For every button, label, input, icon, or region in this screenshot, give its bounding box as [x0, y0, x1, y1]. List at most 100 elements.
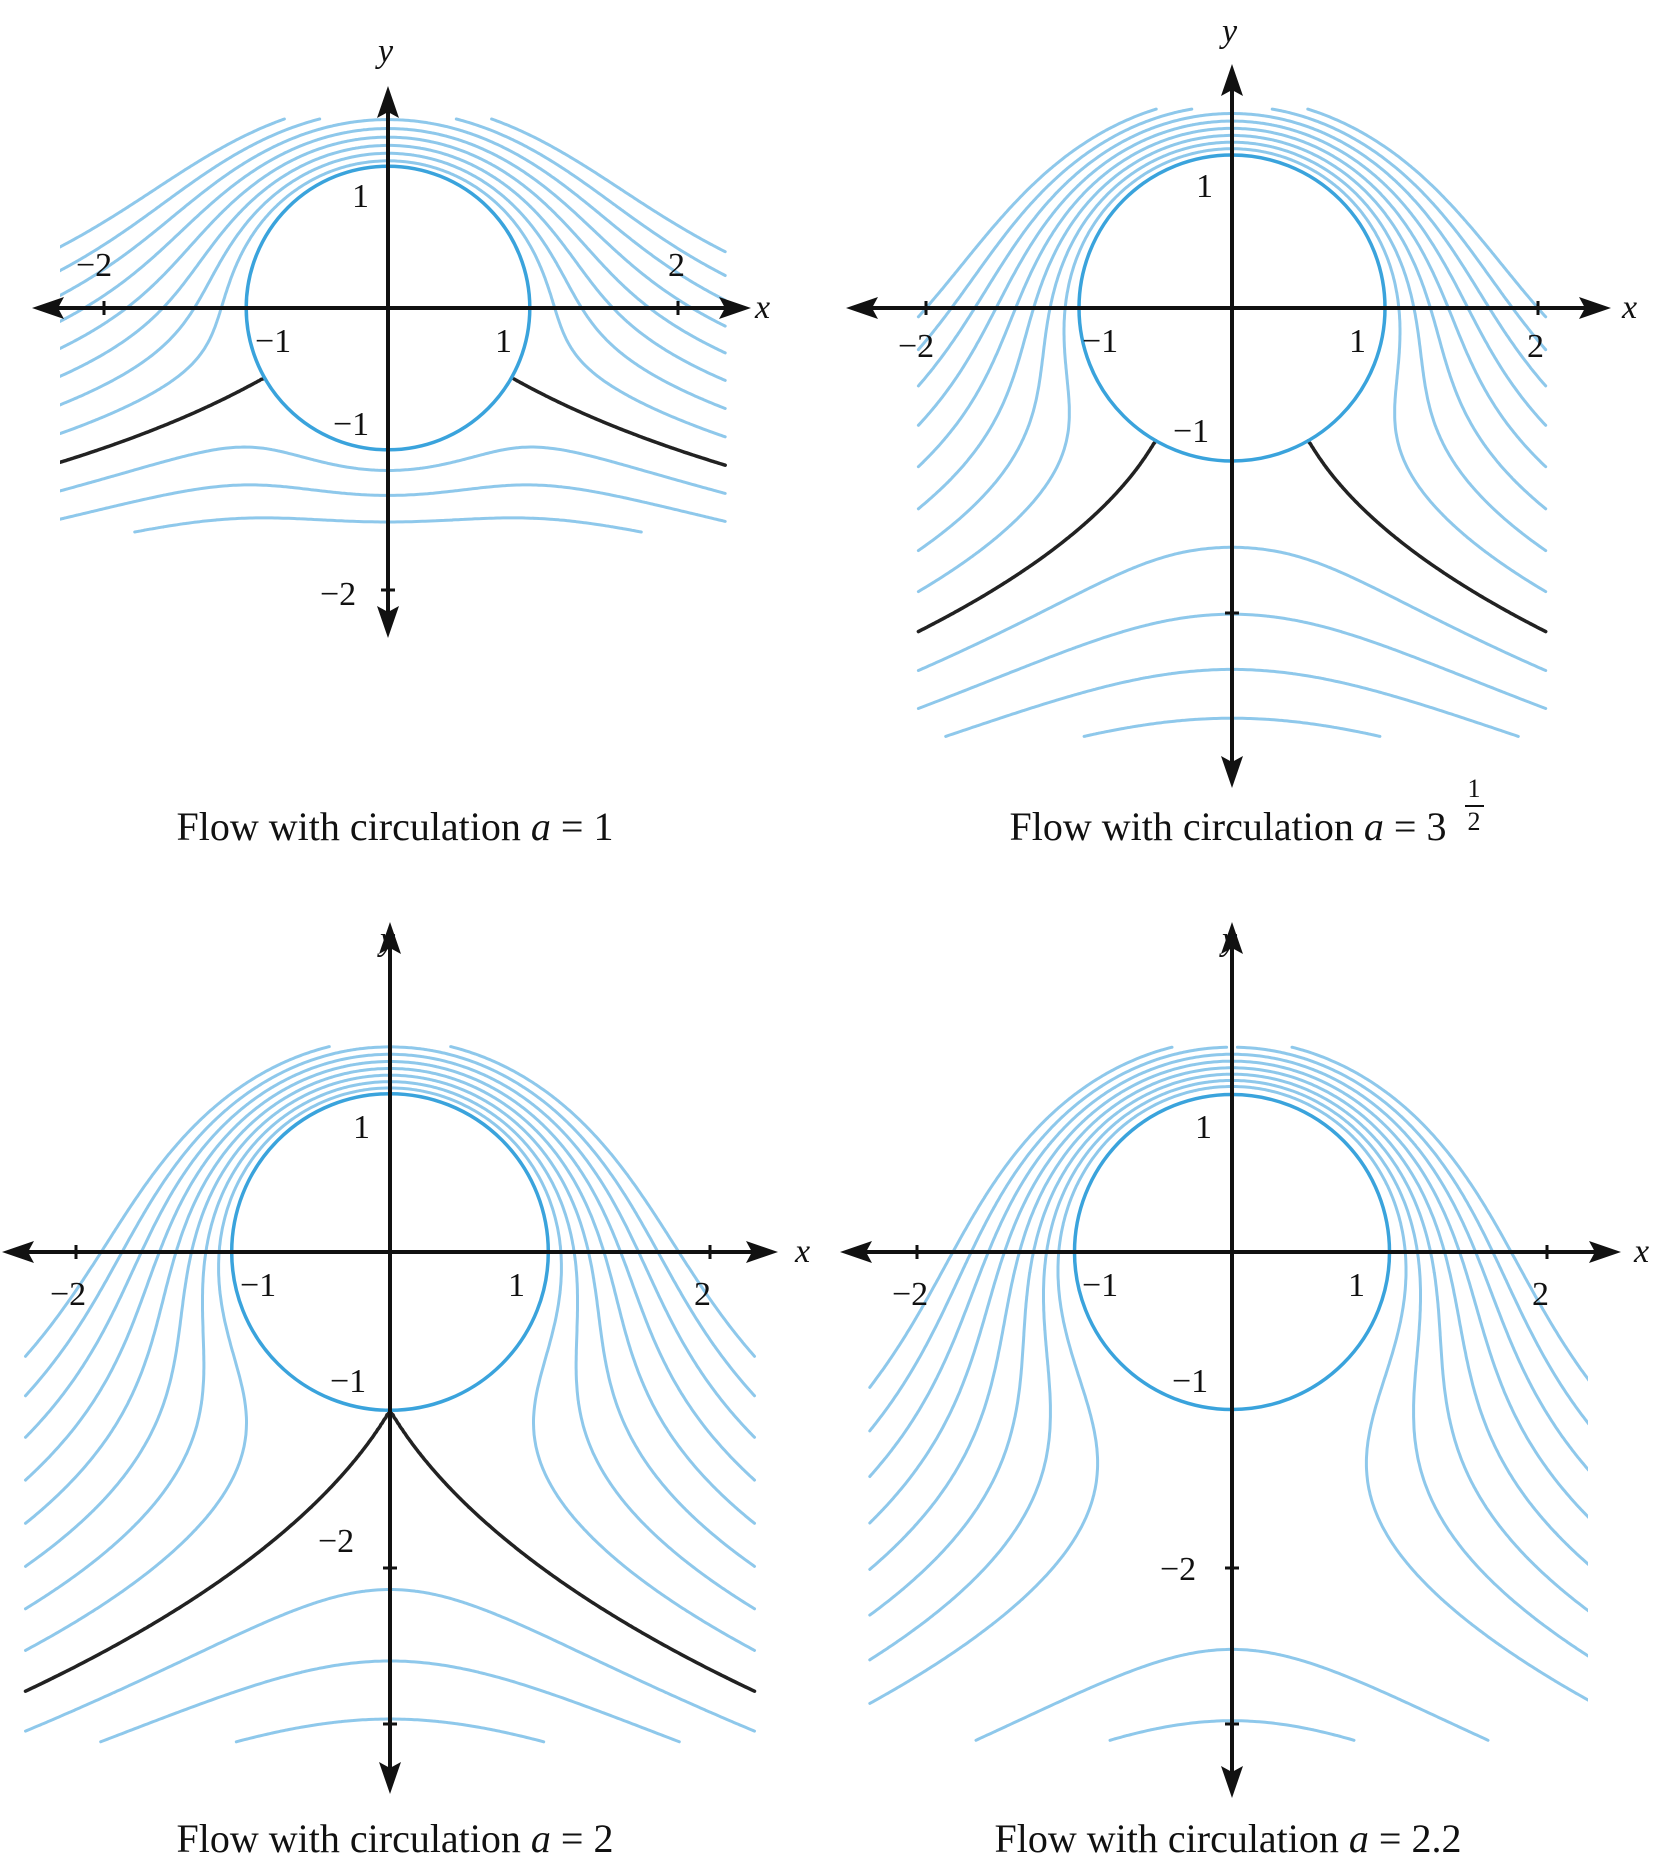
x-tick-label: −2: [892, 1276, 928, 1313]
dividing-streamline: [916, 439, 1548, 634]
x-tick-label: −2: [898, 328, 934, 365]
panel-caption: Flow with circulation a = 2: [177, 1816, 614, 1861]
x-tick-label: 2: [1527, 328, 1544, 365]
streamline: [1082, 716, 1382, 738]
streamline: [916, 112, 1548, 388]
panel-caption: Flow with circulation a = 1: [177, 804, 614, 849]
streamlines: [23, 1045, 757, 1744]
streamline: [944, 667, 1520, 738]
x-tick-label: −1: [1082, 1267, 1118, 1304]
x-tick-label: 2: [694, 1276, 711, 1313]
y-axis-name: y: [1219, 13, 1238, 50]
streamline: [868, 1072, 1588, 1617]
x-axis: [846, 297, 1611, 319]
x-tick-label: 1: [495, 323, 512, 360]
streamline: [60, 445, 727, 495]
streamline: [868, 1045, 1588, 1433]
dividing-streamline: [60, 377, 727, 467]
y-tick-label: −1: [1173, 413, 1209, 450]
y-axis: [379, 922, 401, 1794]
y-axis-name: y: [377, 921, 396, 958]
y-tick-label: −2: [320, 576, 356, 613]
streamline: [1108, 1719, 1356, 1742]
panel-caption: Flow with circulation a = 3: [1010, 804, 1447, 849]
streamline: [916, 612, 1548, 710]
streamline: [24, 1073, 756, 1568]
streamline: [868, 1078, 1588, 1662]
y-tick-label: −1: [333, 406, 369, 443]
y-axis: [377, 86, 399, 638]
y-tick-label: 1: [1196, 168, 1213, 205]
streamline: [916, 140, 1548, 553]
panel-caption: Flow with circulation a = 2.2: [995, 1816, 1462, 1861]
caption-superscript: 1 2: [1465, 774, 1484, 836]
streamline: [974, 1647, 1490, 1742]
x-tick-label: 1: [1348, 1267, 1365, 1304]
y-axis-name: y: [1219, 921, 1238, 958]
streamline: [24, 1080, 756, 1611]
streamline: [133, 516, 643, 534]
x-tick-label: 2: [668, 247, 685, 284]
streamline: [60, 127, 727, 328]
streamline: [60, 159, 727, 439]
y-tick-label: 1: [352, 178, 369, 215]
superscript-numerator: 1: [1468, 774, 1481, 803]
streamline: [60, 135, 727, 355]
y-axis-name: y: [375, 33, 394, 70]
x-axis-name: x: [1621, 289, 1637, 326]
streamline: [24, 1060, 756, 1482]
y-tick-label: −1: [330, 1363, 366, 1400]
streamline: [24, 1086, 756, 1652]
streamline: [916, 107, 1548, 319]
streamline: [24, 1045, 756, 1358]
x-axis: [32, 297, 751, 319]
streamline: [99, 1659, 681, 1744]
y-tick-label: 1: [353, 1109, 370, 1146]
x-tick-label: 1: [508, 1267, 525, 1304]
streamline: [60, 483, 727, 523]
y-tick-label: −2: [318, 1523, 354, 1560]
superscript-denominator: 2: [1468, 807, 1481, 836]
streamline: [916, 545, 1548, 672]
streamline: [868, 1059, 1588, 1525]
streamline: [60, 117, 727, 277]
x-axis-name: x: [794, 1233, 810, 1270]
streamline: [916, 147, 1548, 594]
x-axis-name: x: [1633, 1233, 1649, 1270]
dividing-streamline: [23, 1409, 757, 1693]
streamline: [234, 1717, 546, 1744]
y-axis: [1221, 64, 1243, 788]
streamlines: [60, 117, 727, 534]
x-tick-label: −1: [255, 323, 291, 360]
y-tick-label: 1: [1195, 1109, 1212, 1146]
streamline: [916, 133, 1548, 511]
y-tick-label: −1: [1172, 1363, 1208, 1400]
x-axis-name: x: [754, 289, 770, 326]
y-axis: [1221, 922, 1243, 1798]
streamline: [868, 1052, 1588, 1478]
streamlines: [868, 1045, 1588, 1742]
x-tick-label: 2: [1532, 1276, 1549, 1313]
y-tick-label: −2: [1160, 1551, 1196, 1588]
streamline: [916, 119, 1548, 427]
streamline: [868, 1084, 1588, 1705]
streamline: [60, 143, 727, 382]
panel-a-1: x y −2 −1 1 2 1 −1 −2 Flow with circulat…: [32, 33, 770, 849]
panel-a-2: x y −2 −1 1 2 1 −1 −2 Flow with circulat…: [2, 921, 810, 1861]
x-tick-label: −2: [76, 247, 112, 284]
panel-a-2-2: x y −2 −1 1 2 1 −1 −2 Flow with circulat…: [840, 921, 1649, 1861]
streamline: [24, 1067, 756, 1525]
x-tick-label: −1: [240, 1267, 276, 1304]
streamline: [60, 151, 727, 410]
x-tick-label: −1: [1082, 323, 1118, 360]
streamline: [60, 117, 727, 254]
streamline: [916, 107, 1548, 352]
panel-a-sqrt3: x y −2 −1 1 2 1 −1 Flow with circulation…: [846, 13, 1637, 849]
streamline: [916, 126, 1548, 469]
streamline: [868, 1066, 1588, 1571]
streamline: [24, 1588, 756, 1733]
x-tick-label: 1: [1349, 323, 1366, 360]
x-tick-label: −2: [50, 1276, 86, 1313]
streamline: [24, 1052, 756, 1439]
